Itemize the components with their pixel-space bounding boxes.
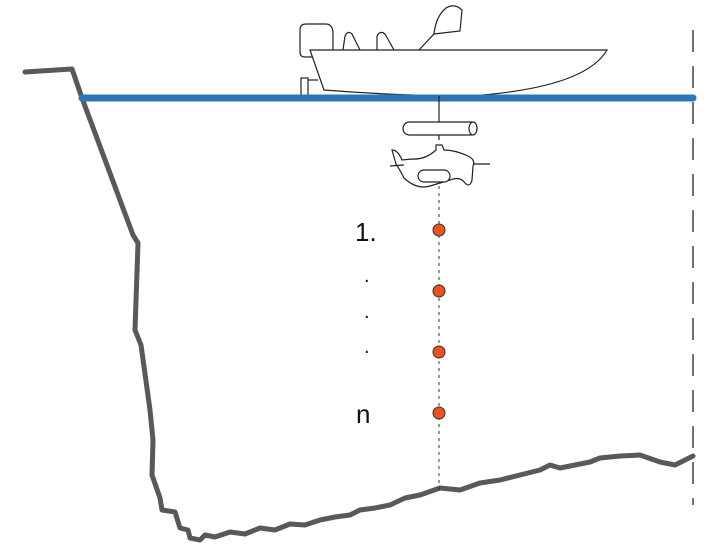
sensor-node-3: [432, 345, 446, 359]
ellipsis-dot-1: .: [364, 265, 370, 287]
sensor-label-last: n: [356, 399, 371, 429]
sensor-node-2: [432, 284, 446, 298]
seafloor-profile: [22, 66, 696, 543]
towfish-sensor-icon: [389, 144, 490, 188]
ellipsis-dot-2: .: [364, 301, 370, 323]
ellipsis-dot-3: .: [364, 336, 370, 358]
sensor-node-1: [432, 223, 446, 237]
sensor-node-4: [432, 406, 446, 420]
float-icon: [402, 121, 478, 136]
boat-icon: [299, 5, 609, 97]
sensor-label-first: 1.: [355, 217, 377, 247]
